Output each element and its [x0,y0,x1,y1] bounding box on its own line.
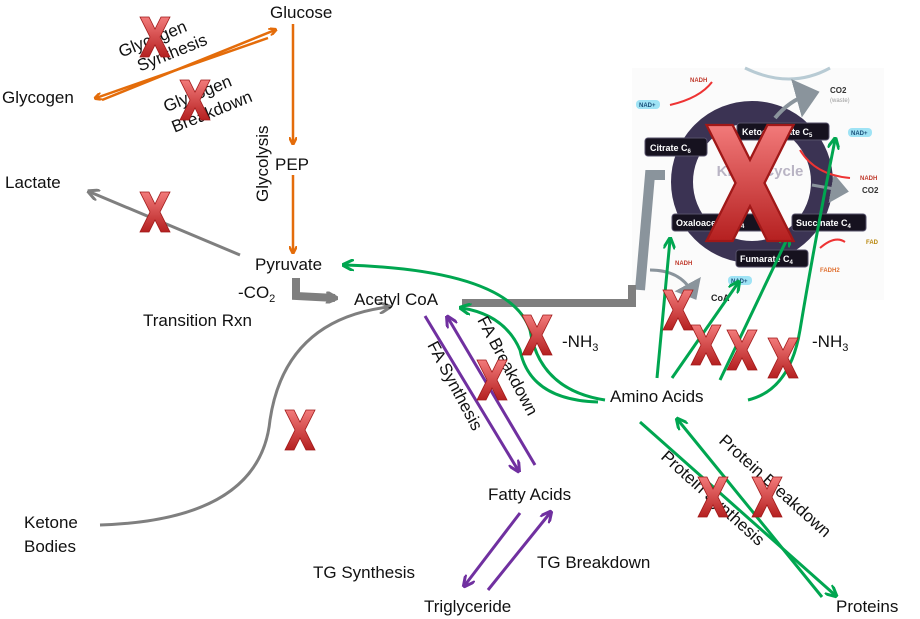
svg-text:Succinate C4: Succinate C4 [796,218,852,230]
transition-rxn-label: Transition Rxn [143,311,252,330]
lipid-arrows [423,316,550,591]
tg-breakdown-label: TG Breakdown [537,553,650,572]
svg-text:Oxaloacetate C4: Oxaloacetate C4 [676,218,745,230]
svg-text:Fumarate C4: Fumarate C4 [740,254,794,266]
acetyl-coa-label: Acetyl CoA [354,290,439,309]
succinate-box: Succinate C4 [791,213,867,232]
amino-acids-label: Amino Acids [610,387,704,406]
waste-label: (waste) [830,98,850,104]
triglyceride-label: Triglyceride [424,597,511,616]
glycogen-breakdown-label: Glycogen Breakdown [161,72,255,137]
ketone-label-line2: Bodies [24,537,76,556]
nadh-label: NADH [690,78,707,84]
x-mark-icon [284,409,316,451]
glucose-label: Glucose [270,3,332,22]
lactate-label: Lactate [5,173,61,192]
glycolysis-label: Glycolysis [253,125,272,202]
x-mark-icon [521,314,553,356]
svg-text:NADH: NADH [860,176,877,182]
co2-label: CO2 [862,186,879,195]
ketone-label-line1: Ketone [24,513,78,532]
svg-text:NADH: NADH [675,261,692,267]
proteins-label: Proteins [836,597,898,616]
fa-synthesis-label: FA Synthesis [423,338,486,434]
citrate-box: Citrate C6 [644,137,708,157]
co2-waste-label: CO2 [830,86,847,95]
nad-label: NAD+ [639,103,656,109]
svg-text:Citrate C6: Citrate C6 [650,143,692,155]
fad-label: FAD [866,240,879,246]
nh3-right-label: -NH3 [812,332,848,354]
fumarate-box: Fumarate C4 [735,249,809,268]
pep-label: PEP [275,155,309,174]
x-mark-icon [139,191,171,233]
nh3-left-label: -NH3 [562,332,598,354]
svg-text:NAD+: NAD+ [731,279,748,285]
fatty-acids-label: Fatty Acids [488,485,571,504]
pyruvate-label: Pyruvate [255,255,322,274]
tg-synthesis-label: TG Synthesis [313,563,415,582]
glycogen-label: Glycogen [2,88,74,107]
gray-arrows [90,192,636,527]
fadh2-label: FADH2 [820,268,840,274]
coa-label: CoA [711,293,730,303]
svg-text:NAD+: NAD+ [851,131,868,137]
glucose-arrows [96,24,293,252]
co2-loss-label: -CO2 [238,283,275,305]
